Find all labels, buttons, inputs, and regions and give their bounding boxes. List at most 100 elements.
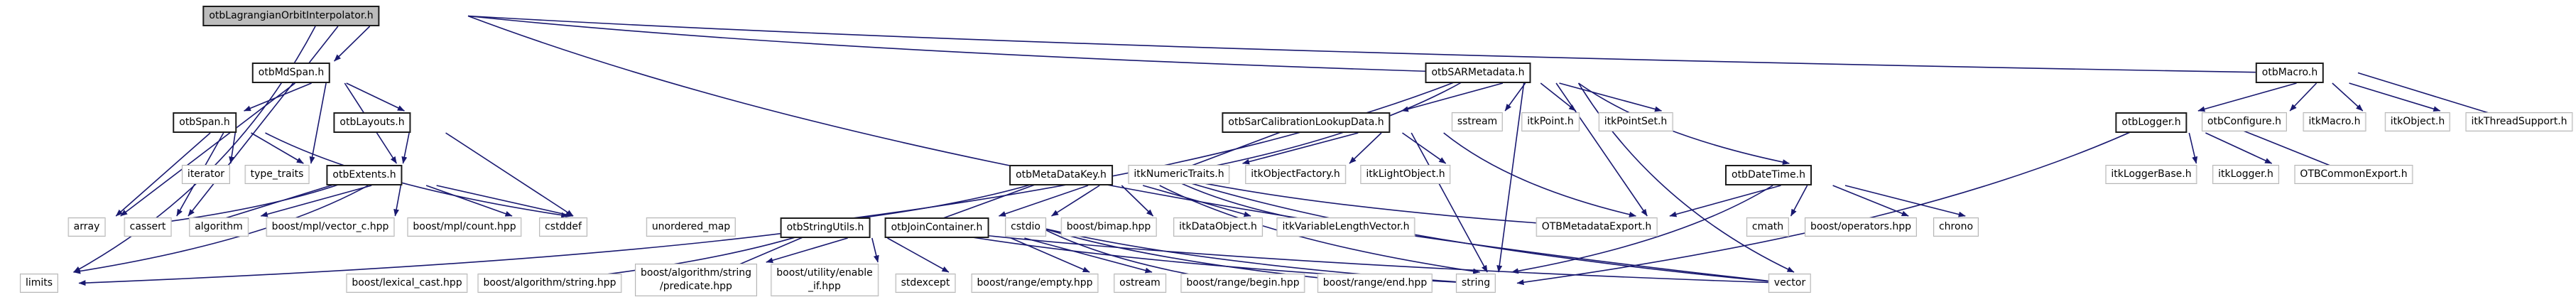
graph-node-otbcommonexport[interactable]: OTBCommonExport.h [2294,165,2413,184]
graph-node-itkobjectfactory[interactable]: itkObjectFactory.h [1245,165,1346,184]
graph-node-label: otbMacro.h [2261,67,2318,78]
graph-node-label: boost/operators.hpp [1810,221,1912,232]
graph-node-algorithm[interactable]: algorithm [189,217,249,237]
include-edge-otblogger-to-itklogger [2205,132,2273,164]
include-edge-otblayouts-to-cstddef [445,132,574,217]
graph-node-boost-algorithm-string[interactable]: boost/algorithm/string.hpp [477,274,622,293]
graph-node-itknumerictraits[interactable]: itkNumericTraits.h [1128,165,1230,184]
graph-node-itkthreadsupport[interactable]: itkThreadSupport.h [2465,112,2573,131]
graph-node-label: otbJoinContainer.h [891,222,983,233]
include-edge-otbsarmetadata-to-itkpoint [1540,82,1577,112]
graph-node-label: itkObject.h [2390,116,2445,127]
include-edge-otbsarmetadata-to-sstream [1504,82,1526,112]
graph-node-label: boost/mpl/vector_c.hpp [271,221,389,232]
graph-node-label: limits [25,277,53,288]
graph-node-stdexcept[interactable]: stdexcept [895,274,956,293]
include-edge-otbextents-to-boost-mpl-vector-c [393,185,402,217]
include-edge-otblogger-to-itkloggerbase [2188,132,2198,164]
graph-node-ostream[interactable]: ostream [1114,274,1166,293]
include-edge-otbsarmetadata-to-itkpointset [1559,82,1662,112]
graph-node-otbmacro[interactable]: otbMacro.h [2255,63,2325,83]
graph-node-otblogger[interactable]: otbLogger.h [2115,112,2188,133]
graph-node-boost-range-empty[interactable]: boost/range/empty.hpp [971,274,1099,293]
graph-node-root[interactable]: otbLagrangianOrbitInterpolator.h [202,6,380,26]
graph-node-cstdio[interactable]: cstdio [1005,217,1046,237]
graph-node-cstddef[interactable]: cstddef [539,217,587,237]
graph-node-label: boost/range/empty.hpp [977,277,1093,288]
include-edge-otbextents-to-boost-mpl-count [425,185,513,217]
graph-node-unordered-map[interactable]: unordered_map [646,217,737,237]
graph-node-itklightobject[interactable]: itkLightObject.h [1360,165,1451,184]
graph-node-itkdataobject[interactable]: itkDataObject.h [1173,217,1263,237]
graph-node-otbmetadatakey[interactable]: otbMetaDataKey.h [1009,165,1113,185]
graph-node-itkpointset[interactable]: itkPointSet.h [1598,112,1673,131]
include-edge-otbsarmetadata-to-otbsarcalibrationlookupdata [1401,82,1504,112]
graph-node-itkmacro[interactable]: itkMacro.h [2303,112,2366,131]
graph-node-otbsarcalibrationlookupdata[interactable]: otbSarCalibrationLookupData.h [1222,112,1391,133]
include-edge-root-to-otbmacro [467,15,2289,76]
graph-node-label: boost/bimap.hpp [1066,221,1151,232]
graph-node-boost-utility-enable-if[interactable]: boost/utility/enable _if.hpp [771,264,879,296]
include-edge-root-to-otbsarmetadata [467,15,1477,76]
graph-node-boost-lexical-cast[interactable]: boost/lexical_cast.hpp [346,274,468,293]
include-edge-otbmetadatakey-to-cstdio [1051,185,1100,217]
graph-node-limits[interactable]: limits [19,274,59,293]
graph-node-otbmetadataexport[interactable]: OTBMetadataExport.h [1536,217,1658,237]
graph-node-otbextents[interactable]: otbExtents.h [326,165,403,185]
include-edge-otbsarcalibrationlookupdata-to-string [1411,132,1488,273]
graph-node-label: boost/algorithm/string.hpp [483,277,616,288]
graph-node-string[interactable]: string [1455,274,1496,293]
graph-node-cmath[interactable]: cmath [1746,217,1790,237]
graph-node-otbmdspan[interactable]: otbMdSpan.h [251,63,331,83]
graph-node-otbsarmetadata[interactable]: otbSARMetadata.h [1425,63,1531,83]
include-edge-otbmdspan-to-otbspan [244,82,312,112]
graph-node-boost-operators[interactable]: boost/operators.hpp [1804,217,1918,237]
graph-node-boost-mpl-vector-c[interactable]: boost/mpl/vector_c.hpp [266,217,395,237]
graph-node-label: otbSpan.h [179,117,230,128]
graph-node-itklogger[interactable]: itkLogger.h [2212,165,2279,184]
include-edge-otbmdspan-to-array [120,82,295,217]
include-edge-otbdatetime-to-cmath [1790,185,1808,217]
graph-node-otbdatetime[interactable]: otbDateTime.h [1725,165,1812,185]
graph-node-otbstringutils[interactable]: otbStringUtils.h [780,217,871,238]
include-edge-otblayouts-to-otbextents [401,132,410,164]
graph-node-itkobject[interactable]: itkObject.h [2384,112,2451,131]
graph-node-iterator[interactable]: iterator [181,165,231,184]
graph-node-label: chrono [1938,221,1974,232]
include-edge-otbspan-to-type-traits [251,132,304,164]
graph-node-label: boost/range/begin.hpp [1186,277,1300,288]
graph-node-boost-algorithm-string-predicate[interactable]: boost/algorithm/string /predicate.hpp [635,264,757,296]
include-edge-otbsarcalibrationlookupdata-to-itknumerictraits [1242,132,1359,165]
include-edge-otbmdspan-to-type-traits [309,82,327,164]
graph-node-label: cstddef [545,221,582,232]
include-edge-root-to-otbmdspan [334,26,371,62]
graph-node-vector[interactable]: vector [1768,274,1812,293]
graph-node-otbspan[interactable]: otbSpan.h [173,112,237,133]
graph-node-otblayouts[interactable]: otbLayouts.h [333,112,411,133]
graph-node-label: type_traits [250,168,304,180]
graph-node-itkloggerbase[interactable]: itkLoggerBase.h [2105,165,2197,184]
graph-node-label: otbMetaDataKey.h [1016,169,1107,180]
graph-node-boost-mpl-count[interactable]: boost/mpl/count.hpp [407,217,522,237]
graph-node-label: boost/mpl/count.hpp [413,221,516,232]
graph-node-label: cmath [1751,221,1784,232]
include-edge-otbmacro-to-otblogger [2197,82,2297,112]
graph-node-otbconfigure[interactable]: otbConfigure.h [2201,112,2288,131]
graph-node-label: iterator [187,168,225,180]
graph-node-label: vector [1773,277,1806,288]
graph-node-array[interactable]: array [67,217,106,237]
graph-node-otbjoincontainer[interactable]: otbJoinContainer.h [884,217,989,238]
graph-node-itkpoint[interactable]: itkPoint.h [1521,112,1580,131]
graph-node-chrono[interactable]: chrono [1933,217,1979,237]
graph-node-boost-range-end[interactable]: boost/range/end.hpp [1317,274,1433,293]
graph-node-cassert[interactable]: cassert [124,217,172,237]
graph-node-boost-range-begin[interactable]: boost/range/begin.hpp [1180,274,1305,293]
graph-node-sstream[interactable]: sstream [1451,112,1504,131]
graph-node-boost-bimap[interactable]: boost/bimap.hpp [1060,217,1157,237]
graph-node-itkvariablelengthvector[interactable]: itkVariableLengthVector.h [1276,217,1415,237]
graph-node-type-traits[interactable]: type_traits [244,165,310,184]
graph-node-label: sstream [1457,116,1498,127]
graph-node-label: otbMdSpan.h [258,67,325,78]
